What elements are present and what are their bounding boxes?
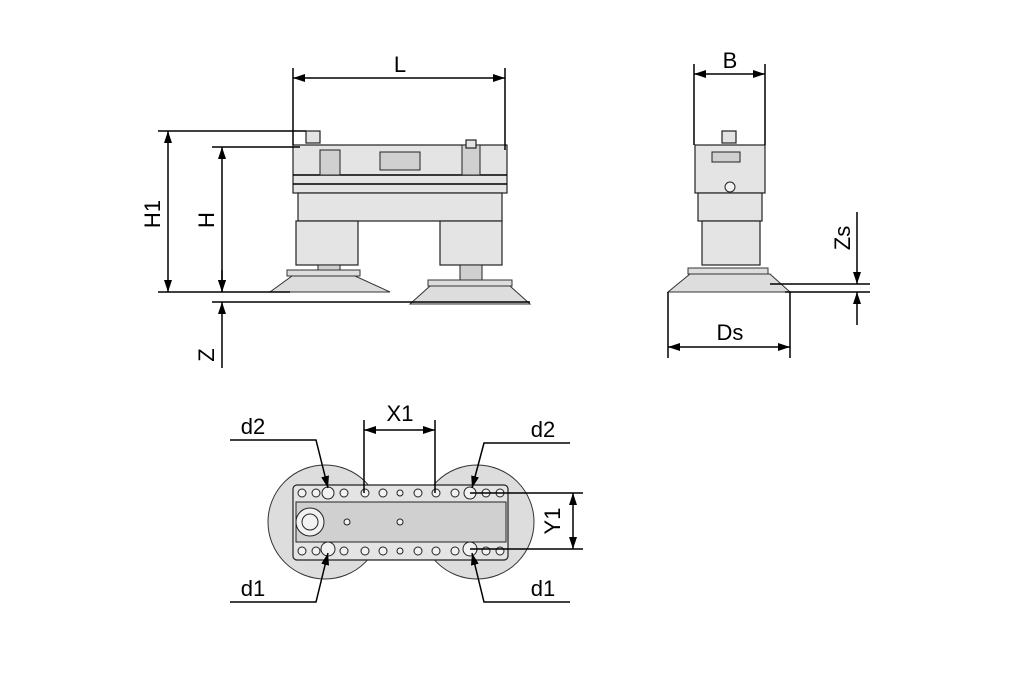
side-suction-cup — [666, 273, 792, 293]
suction-cup-left — [268, 269, 391, 293]
bottom-view: X1 Y1 d2 d2 d1 d1 — [230, 401, 583, 603]
cup-diameter-label: Ds — [717, 320, 744, 345]
port-d1-left-leader — [230, 552, 330, 603]
width-label: B — [723, 48, 738, 73]
front-body — [292, 130, 508, 281]
stroke-label: Z — [194, 348, 219, 361]
length-label: L — [394, 52, 406, 77]
port-d1-right-leader — [470, 552, 570, 603]
cup-stroke-label: Zs — [830, 226, 855, 250]
side-view: B Ds Zs — [666, 48, 870, 358]
port-d1-left-label: d1 — [241, 576, 265, 601]
suction-cup-right — [408, 279, 532, 305]
spacing-x-label: X1 — [387, 401, 414, 426]
spacing-y-label: Y1 — [540, 508, 565, 535]
port-d2-right-leader — [471, 442, 570, 489]
front-view: L H1 H Z — [140, 52, 532, 368]
port-d2-right-label: d2 — [531, 417, 555, 442]
port-d2-left-leader — [230, 439, 329, 489]
port-d1-right-label: d1 — [531, 576, 555, 601]
height-label: H — [194, 212, 219, 228]
height-total-label: H1 — [140, 200, 165, 228]
port-d2-left-label: d2 — [241, 414, 265, 439]
